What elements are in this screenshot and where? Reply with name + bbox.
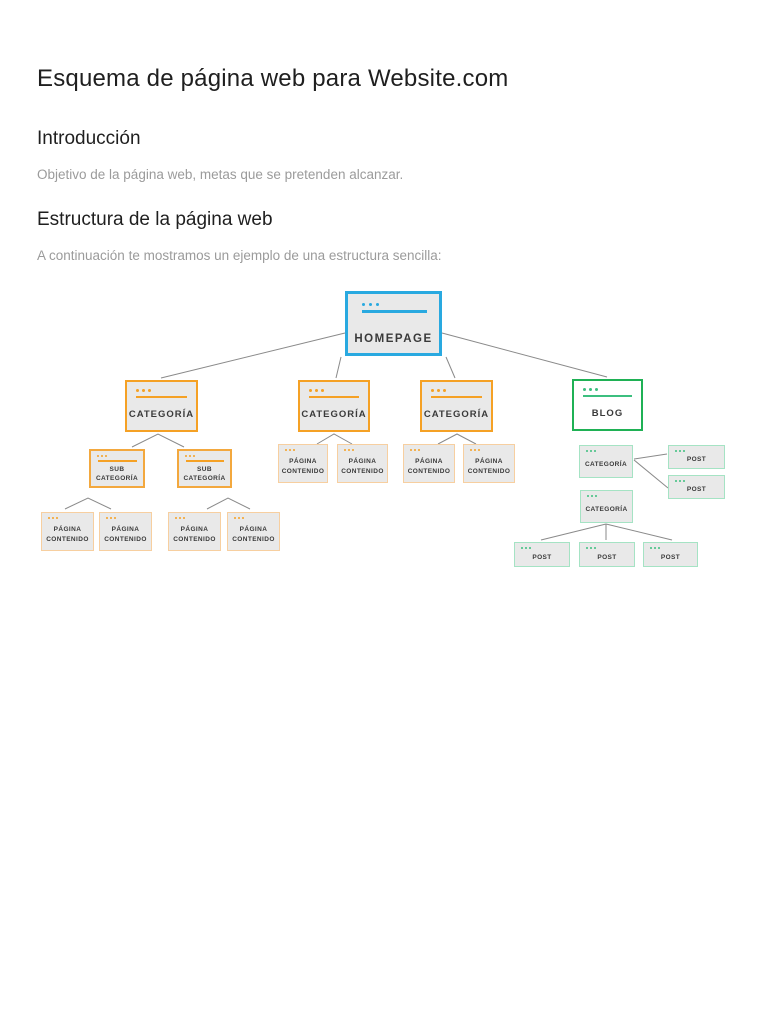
window-line [186,460,224,462]
node-label: CATEGORÍA [301,408,367,420]
window-dots-icon [344,449,387,451]
node-label: CATEGORÍA [128,408,195,420]
window-line [362,310,427,313]
node-pagina-contenido-3: PÁGINA CONTENIDO [403,444,455,483]
connector-categoria-3-chevron [437,433,477,445]
node-label: SUB CATEGORÍA [95,465,139,482]
node-label: POST [597,553,617,561]
connector-sub-1-chevron [64,497,112,510]
node-pagina-contenido-4: PÁGINA CONTENIDO [463,444,515,483]
node-pagina-contenido-2: PÁGINA CONTENIDO [337,444,388,483]
node-label: POST [686,486,707,494]
window-dots-icon [106,517,151,519]
window-dots-icon [586,547,634,549]
window-dots-icon [136,389,196,392]
node-homepage: HOMEPAGE [345,291,442,356]
window-dots-icon [470,449,514,451]
node-label: POST [686,456,707,464]
node-pagina-contenido-7: PÁGINA CONTENIDO [168,512,221,551]
node-categoria-3: CATEGORÍA [420,380,493,432]
node-post-bottom-3: POST [643,542,698,567]
section-heading-introduccion: Introducción [37,128,141,149]
window-dots-icon [309,389,368,392]
window-dots-icon [521,547,569,549]
window-dots-icon [185,455,230,457]
node-post-bottom-1: POST [514,542,570,567]
node-post-bottom-2: POST [579,542,635,567]
window-line [136,396,187,398]
node-label: CATEGORÍA [585,505,628,513]
node-post-right-2: POST [668,475,725,499]
node-label: PÁGINA CONTENIDO [407,458,451,475]
node-label: POST [532,553,552,561]
node-pagina-contenido-8: PÁGINA CONTENIDO [227,512,280,551]
connector-categoria-1-chevron [131,433,185,448]
connector-categoria-2-chevron [316,433,353,445]
connector-homepage-to-categoria-3 [445,356,456,379]
node-label: PÁGINA CONTENIDO [341,458,384,475]
section-heading-estructura: Estructura de la página web [37,209,273,230]
window-dots-icon [48,517,93,519]
section-body-introduccion: Objetivo de la página web, metas que se … [37,167,404,182]
node-sub-categoria-1: SUB CATEGORÍA [89,449,145,488]
connector-sub-2-chevron [206,497,251,510]
node-categoria-1: CATEGORÍA [125,380,198,432]
connector-blog-categoria-1-to-post-1 [633,453,668,460]
node-label: POST [660,553,681,561]
window-dots-icon [410,449,454,451]
connector-blog-categoria-2-to-post-left [540,523,607,541]
node-blog-categoria-2: CATEGORÍA [580,490,633,523]
window-dots-icon [175,517,220,519]
window-line [431,396,482,398]
node-label: PÁGINA CONTENIDO [281,458,325,475]
node-blog: BLOG [572,379,643,431]
window-line [98,460,137,462]
connector-blog-categoria-1-to-post-2 [633,459,669,489]
node-label: PÁGINA CONTENIDO [173,526,216,543]
window-dots-icon [583,388,641,391]
window-line [583,395,632,397]
window-dots-icon [675,450,724,452]
connector-homepage-to-categoria-1 [160,332,346,379]
node-pagina-contenido-6: PÁGINA CONTENIDO [99,512,152,551]
window-dots-icon [675,480,724,482]
node-label: PÁGINA CONTENIDO [46,526,89,543]
window-dots-icon [431,389,491,392]
node-label: PÁGINA CONTENIDO [232,526,275,543]
node-pagina-contenido-5: PÁGINA CONTENIDO [41,512,94,551]
node-categoria-2: CATEGORÍA [298,380,370,432]
node-sub-categoria-2: SUB CATEGORÍA [177,449,232,488]
node-label: HOMEPAGE [354,333,433,345]
node-blog-categoria-1: CATEGORÍA [579,445,633,478]
document-title: Esquema de página web para Website.com [37,65,509,92]
connector-homepage-to-categoria-2 [335,356,342,379]
node-label: BLOG [591,407,624,419]
window-dots-icon [650,547,697,549]
node-label: PÁGINA CONTENIDO [104,526,147,543]
connector-homepage-to-blog [441,332,608,378]
node-post-right-1: POST [668,445,725,469]
window-line [309,396,359,398]
node-label: CATEGORÍA [584,460,628,468]
window-dots-icon [97,455,143,457]
window-dots-icon [587,495,632,497]
node-label: CATEGORÍA [423,408,490,420]
connector-blog-categoria-2-to-post-right [605,523,673,541]
section-body-estructura: A continuación te mostramos un ejemplo d… [37,248,442,263]
window-dots-icon [285,449,327,451]
node-label: SUB CATEGORÍA [183,465,226,482]
window-dots-icon [234,517,279,519]
window-dots-icon [362,303,439,306]
node-pagina-contenido-1: PÁGINA CONTENIDO [278,444,328,483]
window-dots-icon [586,450,632,452]
node-label: PÁGINA CONTENIDO [467,458,511,475]
